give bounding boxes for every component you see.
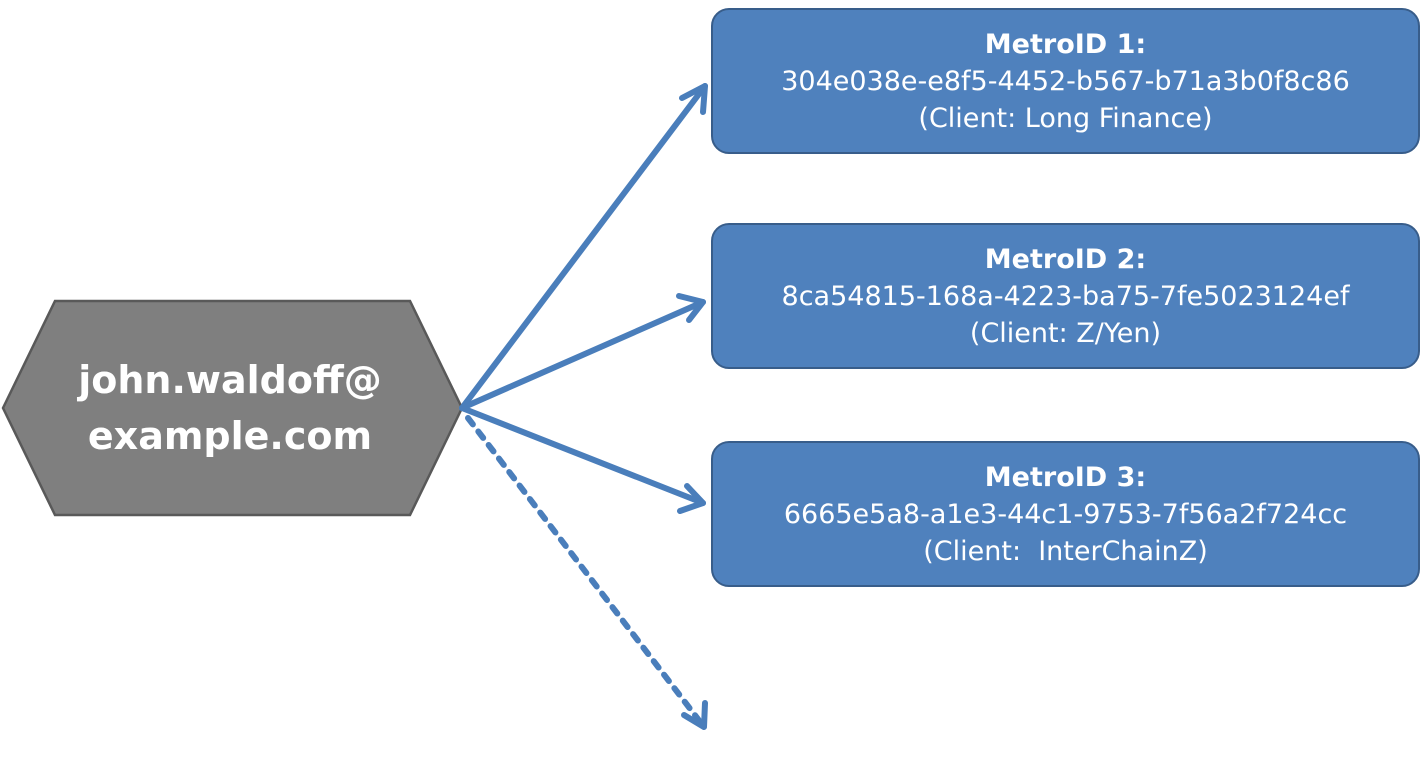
arrow-to-metroid-1 [459,83,708,411]
arrowhead-dotted [681,700,708,730]
metroid-client: (Client: Z/Yen) [969,317,1162,349]
dotted-arrow-more [465,415,707,730]
metroid-uuid: 304e038e-e8f5-4452-b567-b71a3b0f8c86 [781,65,1350,97]
arrowhead-metroid-3 [677,483,706,514]
source-email-line2: example.com [87,414,373,458]
metroid-title: MetroID 3: [984,461,1147,493]
arrowhead-metroid-1 [679,83,708,115]
metroid-title: MetroID 2: [984,243,1147,275]
metroid-box-1: MetroID 1: 304e038e-e8f5-4452-b567-b71a3… [711,8,1420,154]
metroid-title: MetroID 1: [984,28,1147,60]
metroid-client: (Client: InterChainZ) [923,535,1208,567]
metroid-box-2: MetroID 2: 8ca54815-168a-4223-ba75-7fe50… [711,223,1420,369]
arrow-to-metroid-3 [459,405,706,506]
metroid-uuid: 6665e5a8-a1e3-44c1-9753-7f56a2f724cc [783,498,1348,530]
source-email-line1: john.waldoff@ [78,358,382,402]
metroid-uuid: 8ca54815-168a-4223-ba75-7fe5023124ef [781,280,1350,312]
metroid-client: (Client: Long Finance) [918,102,1213,134]
arrowhead-metroid-2 [676,293,706,323]
metroid-box-3: MetroID 3: 6665e5a8-a1e3-44c1-9753-7f56a… [711,441,1420,587]
arrow-to-metroid-2 [459,299,706,411]
source-email: john.waldoff@ example.com [40,352,420,464]
